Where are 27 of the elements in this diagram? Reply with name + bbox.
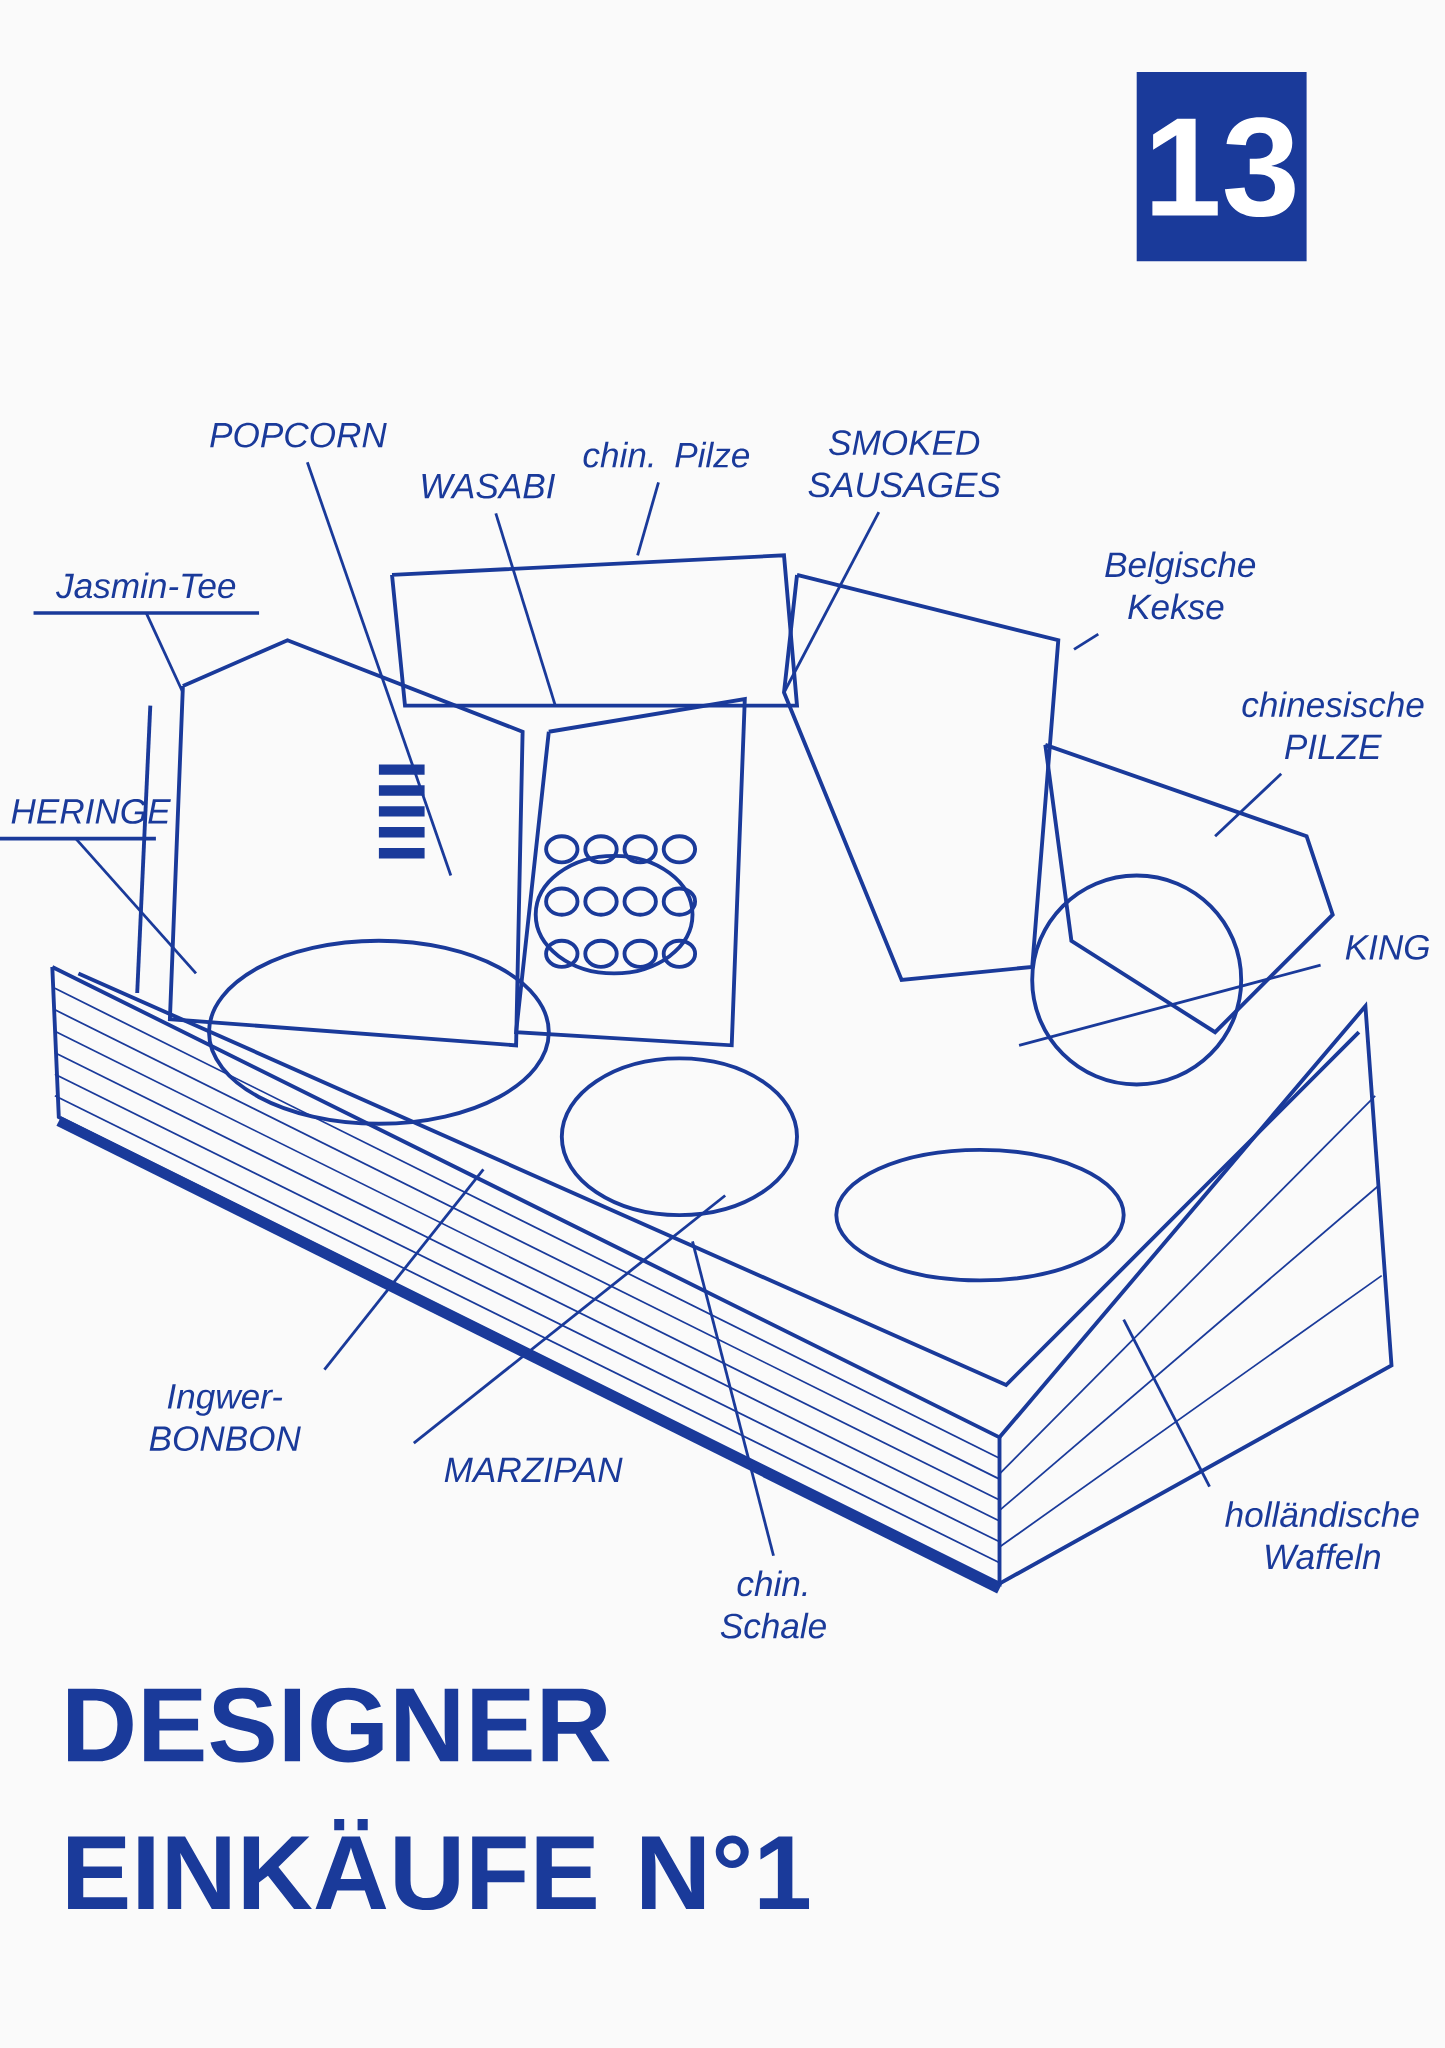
- part-label: KING: [1345, 934, 1430, 960]
- leader-line: [306, 461, 453, 876]
- leader-line: [74, 837, 198, 975]
- leader-line: [412, 1194, 727, 1445]
- part-label: MARZIPAN: [444, 1457, 623, 1482]
- leader-line: [636, 482, 660, 556]
- leader-line: [494, 512, 557, 707]
- part-label: chinesische PILZE: [1242, 691, 1424, 760]
- part-label: Ingwer-BONBON: [149, 1384, 301, 1452]
- part-label: chin. Schale: [720, 1570, 826, 1639]
- part-label: Belgische Kekse: [1105, 551, 1256, 620]
- leader-line: [1122, 1319, 1211, 1488]
- leader-line: [691, 1241, 775, 1557]
- page-number: 13: [1136, 71, 1307, 262]
- part-label: Jasmin-Tee: [33, 572, 260, 615]
- title: DESIGNER EINKÄUFE N°1: [68, 1687, 809, 1910]
- part-label: POPCORN: [210, 422, 387, 448]
- leader-line: [145, 612, 185, 694]
- leader-line: [1018, 963, 1321, 1047]
- leader-line: [323, 1168, 485, 1371]
- part-label: chin. Pilze: [583, 441, 750, 468]
- part-label: WASABI: [422, 473, 556, 499]
- part-label: holländische Waffeln: [1225, 1501, 1419, 1570]
- part-label: SMOKED SAUSAGES: [808, 430, 1001, 498]
- leader-line: [782, 511, 881, 694]
- leader-line: [1214, 772, 1283, 838]
- leader-line: [1073, 632, 1100, 651]
